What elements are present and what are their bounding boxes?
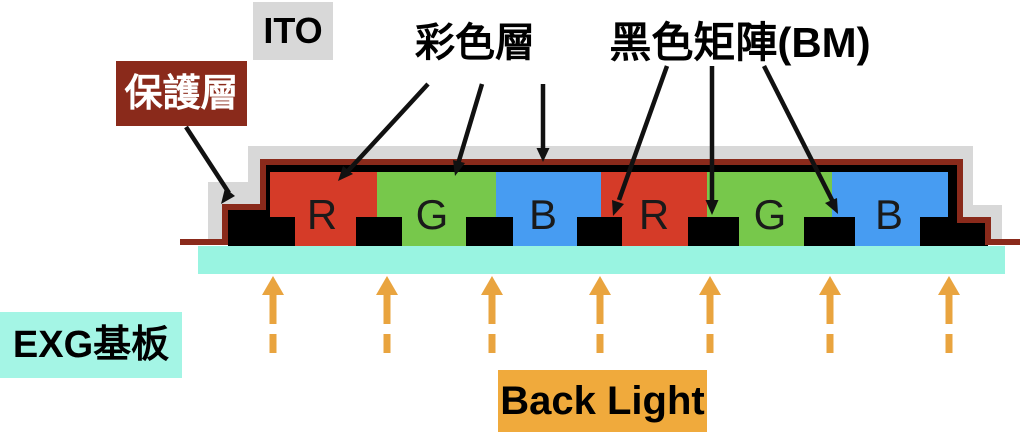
black-matrix-block	[356, 217, 402, 246]
backlight-arrow	[938, 276, 960, 353]
backlight-arrow	[819, 276, 841, 353]
black-matrix-block	[230, 217, 295, 246]
protective-layer-label: 保護層	[116, 61, 247, 126]
protective-layer-line	[180, 159, 1020, 245]
segment-letter: G	[754, 191, 787, 238]
backlight-arrow	[699, 276, 721, 353]
color-layer-arrow	[338, 82, 430, 181]
segment-letter: R	[307, 191, 337, 238]
segment-letter: R	[639, 191, 669, 238]
black-matrix-block	[466, 217, 513, 246]
color-layer-label: 彩色層	[407, 3, 543, 82]
black-matrix-arrow	[761, 64, 838, 214]
black-matrix-arrow	[612, 65, 670, 216]
black-matrix-arrow	[705, 66, 719, 215]
color-layer-arrow	[453, 83, 485, 176]
segment-letter: B	[529, 191, 557, 238]
backlight-arrow	[262, 276, 284, 353]
black-matrix-label: 黑色矩陣(BM)	[609, 19, 871, 66]
substrate-label: EXG基板	[0, 312, 182, 378]
backlight-label: Back Light	[498, 370, 707, 432]
black-matrix-block	[804, 217, 855, 246]
ito-label: ITO	[253, 2, 333, 60]
color-layer-arrow	[536, 84, 550, 162]
protective-layer-arrow	[184, 125, 235, 204]
substrate-bar	[198, 246, 1005, 274]
backlight-arrow	[589, 276, 611, 353]
backlight-arrow	[376, 276, 398, 353]
segment-letter: G	[416, 191, 449, 238]
black-matrix-block	[688, 217, 739, 246]
backlight-arrow	[481, 276, 503, 353]
black-matrix-block	[577, 217, 622, 246]
segment-letter: B	[875, 191, 903, 238]
